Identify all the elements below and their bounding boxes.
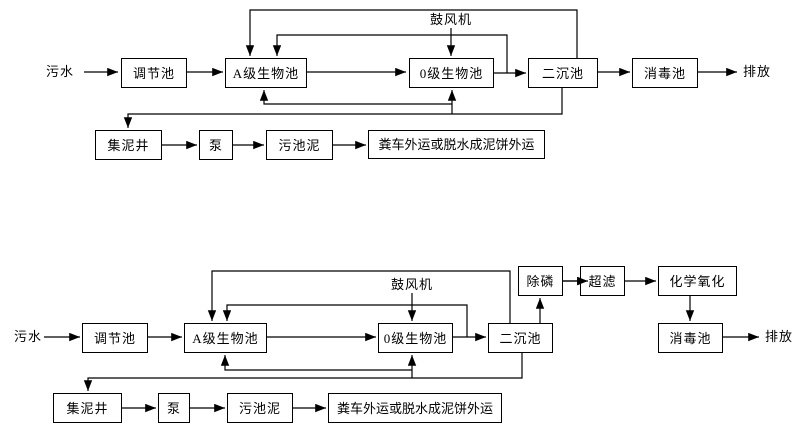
bottom-box-a-bio-tank: A级生物池 xyxy=(184,323,267,353)
top-box-regulating-tank: 调节池 xyxy=(121,58,187,88)
top-box-secondary-clarifier: 二沉池 xyxy=(528,58,598,88)
bottom-box-pump: 泵 xyxy=(158,393,190,423)
top-box-sludge-transport: 粪车外运或脱水成泥饼外运 xyxy=(368,130,545,159)
top-line-sludge-return-to-a xyxy=(259,90,452,105)
top-line-clarifier-return-to-a xyxy=(245,9,578,58)
bottom-line-clarifier-to-sludge-well xyxy=(83,353,523,391)
top-label-discharge: 排放 xyxy=(743,64,772,79)
top-line-clarifier-to-sludge-well xyxy=(123,88,563,128)
bottom-box-o-bio-tank: 0级生物池 xyxy=(378,323,453,353)
top-label-sewage: 污水 xyxy=(46,64,75,79)
bottom-line-sludge-return-to-a xyxy=(220,355,412,371)
bottom-box-phosphorus-removal: 除磷 xyxy=(518,266,563,296)
bottom-line-clarifier-return-to-a xyxy=(207,270,511,323)
top-box-a-bio-tank: A级生物池 xyxy=(225,58,307,88)
bottom-box-sludge-tank: 污池泥 xyxy=(227,393,293,423)
bottom-box-chemical-oxidation: 化学氧化 xyxy=(658,266,737,296)
bottom-box-sludge-well: 集泥井 xyxy=(53,393,122,423)
bottom-label-discharge: 排放 xyxy=(765,329,794,344)
top-box-o-bio-tank: 0级生物池 xyxy=(409,58,494,88)
bottom-box-regulating-tank: 调节池 xyxy=(82,323,148,353)
bottom-label-blower: 鼓风机 xyxy=(391,277,434,292)
top-label-blower: 鼓风机 xyxy=(430,12,473,27)
top-line-o-recycle-to-a xyxy=(272,34,508,73)
bottom-box-sludge-transport: 粪车外运或脱水成泥饼外运 xyxy=(328,393,502,423)
bottom-label-sewage: 污水 xyxy=(14,329,43,344)
top-box-sludge-tank: 污池泥 xyxy=(266,130,333,160)
bottom-box-ultrafiltration: 超滤 xyxy=(580,266,625,296)
bottom-line-o-recycle-to-a xyxy=(222,304,468,337)
bottom-box-secondary-clarifier: 二沉池 xyxy=(488,323,553,353)
top-box-disinfection-tank: 消毒池 xyxy=(632,58,698,88)
top-box-pump: 泵 xyxy=(199,130,233,160)
top-box-sludge-well: 集泥井 xyxy=(95,130,162,160)
bottom-box-disinfection-tank: 消毒池 xyxy=(658,323,723,353)
